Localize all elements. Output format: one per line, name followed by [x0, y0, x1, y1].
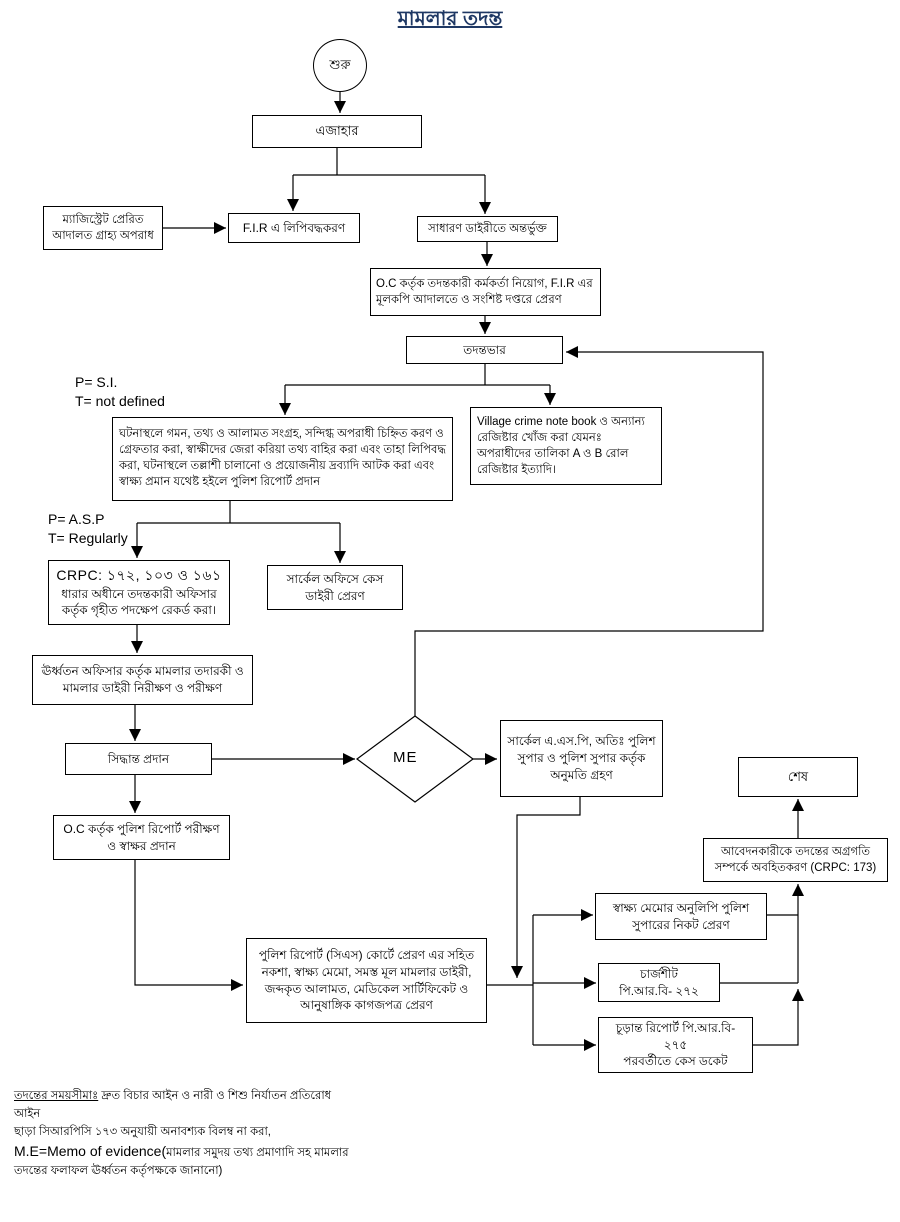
annotation-asp: P= A.S.P T= Regularly [48, 511, 128, 546]
node-general-diary: সাধারণ ডাইরীতে অন্তর্ভুক্ত [417, 216, 558, 242]
connector-ocreport-csbox [134, 860, 243, 991]
node-me-label: ME [393, 749, 418, 766]
node-village-book: Village crime note book ও অন্যান্য রেজিষ… [470, 407, 662, 485]
node-senior-officer: ঊর্ধ্বতন অফিসার কর্তৃক মামলার তদারকী ও ম… [32, 655, 253, 705]
node-final-report: চূড়ান্ত রিপোর্ট পি.আর.বি- ২৭৫ পরবর্তীতে… [598, 1017, 753, 1073]
connector-circleasp-junction [511, 797, 581, 978]
annotation-si: P= S.I. T= not defined [75, 374, 165, 409]
node-circle-asp: সার্কেল এ.এস.পি, অতিঃ পুলিশ সুপার ও পুলি… [500, 720, 663, 797]
node-inform-applicant: আবেদনকারীকে তদন্তের অগ্রগতি সম্পর্কে অবহ… [703, 838, 888, 882]
node-memo-copy: স্বাক্ষ্য মেমোর অনুলিপি পুলিশ সুপারের নি… [595, 893, 767, 940]
footnote: তদন্তের সময়সীমাঃ দ্রুত বিচার আইন ও নারী… [14, 1090, 349, 1178]
node-chargesheet: চার্জশীট পি.আর.বি- ২৭২ [598, 963, 720, 1002]
node-circle-office: সার্কেল অফিসে কেস ডাইরী প্রেরণ [267, 565, 403, 610]
connector-me-charge-feedback [414, 346, 764, 716]
node-end: শেষ [738, 757, 858, 797]
node-oc-assign: O.C কর্তৃক তদন্তকারী কর্মকর্তা নিয়োগ, F… [370, 268, 601, 316]
node-magistrate: ম্যাজিস্ট্রেট প্রেরিত আদালত গ্রাহ্য অপরা… [43, 206, 163, 250]
page-title: মামলার তদন্ত [397, 8, 503, 30]
node-scene-actions: ঘটনাস্থলে গমন, তথ্য ও আলামত সংগ্রহ, সন্দ… [112, 417, 453, 501]
node-charge: তদন্তভার [406, 336, 563, 364]
node-start: শুরু [313, 39, 367, 92]
node-fir: F.I.R এ লিপিবদ্ধকরণ [228, 213, 360, 243]
me-diamond [355, 715, 475, 803]
node-crpc: CRPC: ১৭২, ১০৩ ও ১৬১ ধারার অধীনে তদন্তকা… [48, 560, 230, 625]
node-cs-court: পুলিশ রিপোর্ট (সিএস) কোর্টে প্রেরণ এর সহ… [246, 938, 487, 1023]
connector-finalreport-up [753, 989, 804, 1046]
node-ejahar: এজাহার [252, 115, 422, 148]
node-decision: সিদ্ধান্ত প্রদান [65, 743, 212, 775]
node-oc-report: O.C কর্তৃক পুলিশ রিপোর্ট পরীক্ষণ ও স্বাক… [53, 815, 230, 860]
